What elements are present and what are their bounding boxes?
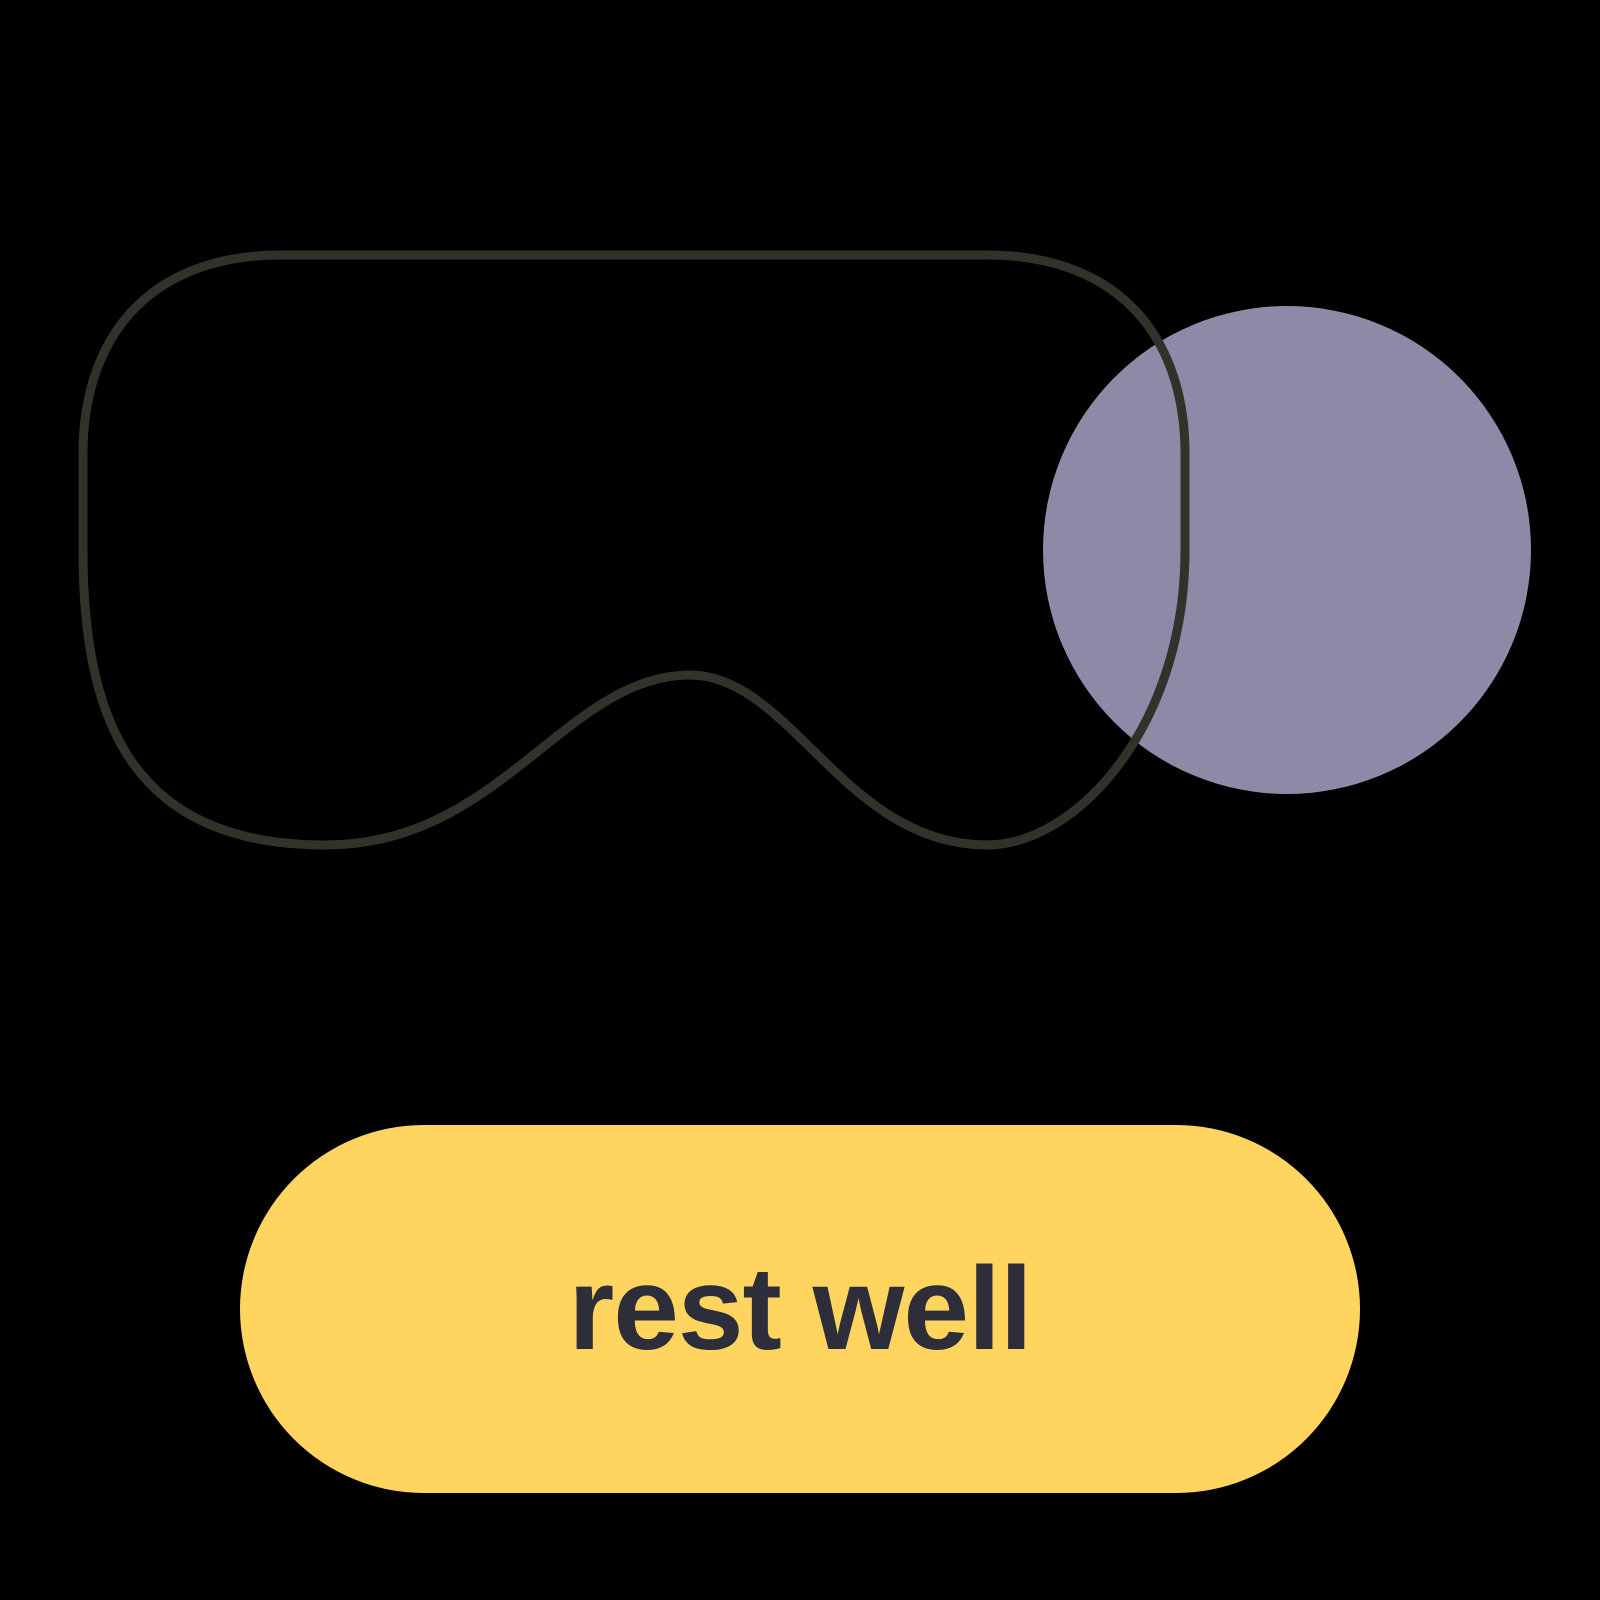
moon-circle — [1043, 306, 1531, 794]
sleep-mask-outline-icon — [78, 250, 1190, 850]
rest-well-button[interactable]: rest well — [240, 1125, 1360, 1493]
rest-well-button-label: rest well — [568, 1243, 1032, 1375]
